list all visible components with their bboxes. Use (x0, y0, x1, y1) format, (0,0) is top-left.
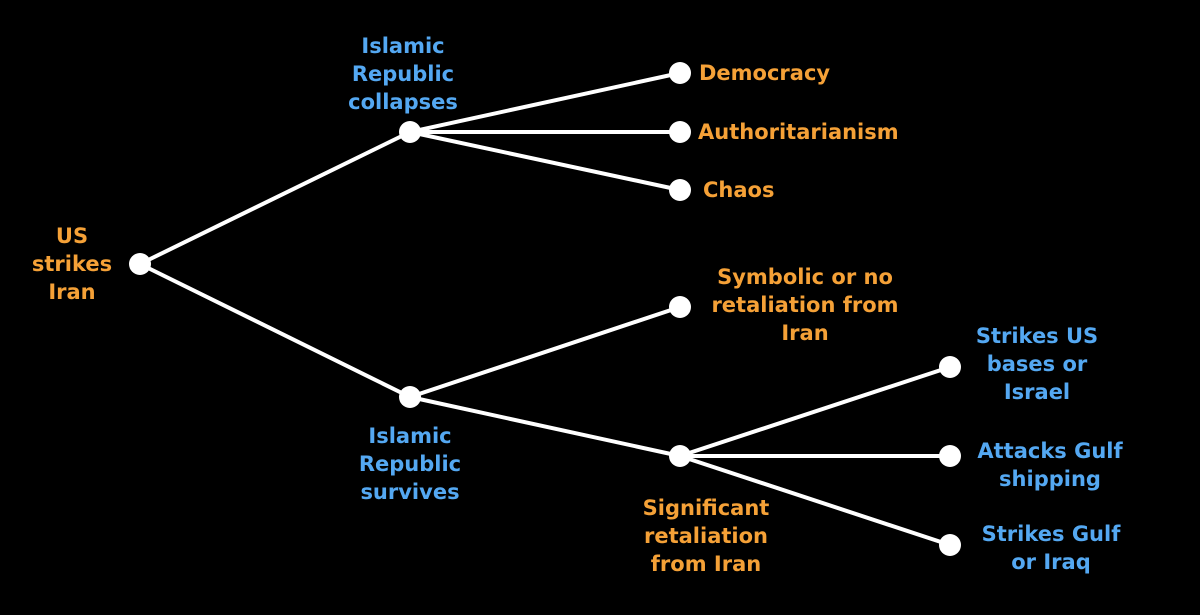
label-line: Chaos (703, 178, 775, 202)
label-chaos: Chaos (703, 176, 774, 204)
edge-collapses-democracy (408, 71, 682, 134)
node-significant (669, 445, 691, 467)
label-line: Republic (351, 62, 455, 86)
edge-significant-strikes-gulf (678, 454, 952, 547)
label-line: Republic (358, 452, 462, 476)
node-democracy (669, 62, 691, 84)
node-strikes-gulf (939, 534, 961, 556)
node-attacks-gulf (939, 445, 961, 467)
label-line: retaliation from (711, 293, 899, 317)
label-strikes-gulf-iraq: Strikes Gulf or Iraq (982, 520, 1121, 576)
label-line: survives (360, 480, 460, 504)
label-line: Attacks Gulf (977, 439, 1123, 463)
label-line: Islamic (361, 34, 445, 58)
edge-survives-significant (408, 395, 682, 458)
label-line: bases or (986, 352, 1088, 376)
label-islamic-republic-survives: Islamic Republic survives (359, 422, 461, 506)
label-attacks-gulf-shipping: Attacks Gulf shipping (977, 437, 1122, 493)
label-us-strikes-iran: US strikes Iran (32, 222, 112, 306)
node-survives (399, 386, 421, 408)
edge-collapses-chaos (408, 130, 682, 192)
label-line: Symbolic or no (717, 265, 893, 289)
node-root (129, 253, 151, 275)
node-symbolic (669, 296, 691, 318)
label-line: shipping (999, 467, 1101, 491)
label-line: Islamic (368, 424, 452, 448)
label-line: US (55, 224, 89, 248)
node-chaos (669, 179, 691, 201)
label-line: Democracy (699, 61, 831, 85)
label-line: Israel (1003, 380, 1071, 404)
label-line: Strikes US (975, 324, 1099, 348)
label-line: Iran (48, 280, 96, 304)
node-collapses (399, 121, 421, 143)
label-line: Iran (781, 321, 829, 345)
label-significant-retaliation: Significant retaliation from Iran (643, 494, 770, 578)
edge-root-survives (138, 262, 412, 399)
label-line: or Iraq (1011, 550, 1091, 574)
label-line: collapses (348, 90, 458, 114)
node-strikes-us (939, 356, 961, 378)
label-line: Strikes Gulf (981, 522, 1121, 546)
label-line: retaliation (644, 524, 768, 548)
edge-significant-strikes-us (678, 365, 952, 458)
label-line: Authoritarianism (698, 120, 899, 144)
node-authoritarianism (669, 121, 691, 143)
label-line: from Iran (650, 552, 762, 576)
label-democracy: Democracy (699, 59, 830, 87)
label-line: strikes (31, 252, 113, 276)
label-strikes-us-bases: Strikes US bases or Israel (976, 322, 1098, 406)
label-line: Significant (642, 496, 770, 520)
edge-survives-symbolic (408, 305, 682, 399)
label-islamic-republic-collapses: Islamic Republic collapses (348, 32, 458, 116)
label-authoritarianism: Authoritarianism (698, 118, 899, 146)
edge-root-collapses (138, 130, 412, 266)
label-symbolic-retaliation: Symbolic or no retaliation from Iran (711, 263, 898, 347)
